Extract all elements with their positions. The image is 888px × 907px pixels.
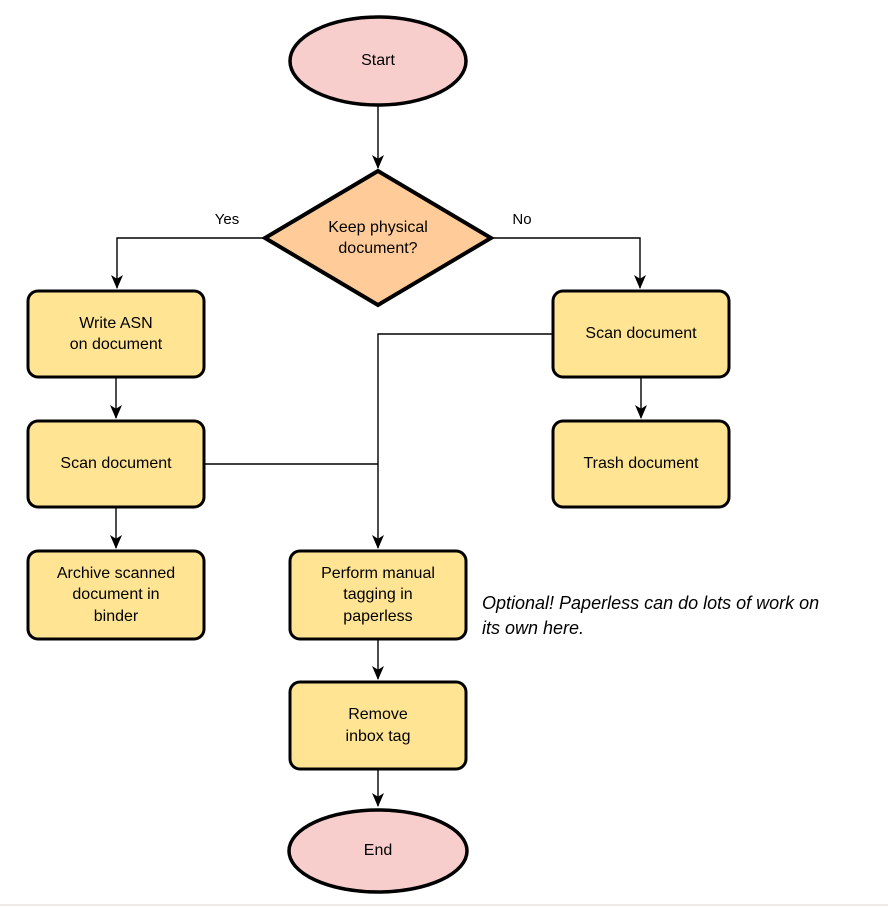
yes-edge-label: Yes [214, 210, 240, 228]
edge-scanright-to-tagging [372, 333, 553, 549]
start-node-shape [288, 15, 468, 107]
edge-decision-yes [111, 237, 264, 289]
trash-node-shape [551, 419, 731, 509]
bottom-divider-line [0, 904, 888, 906]
write-asn-node-shape [26, 289, 206, 379]
edge-decision-no [491, 237, 646, 289]
remove-inbox-node-shape [288, 680, 468, 771]
end-node-shape [287, 808, 469, 894]
scan-left-node-shape [26, 419, 206, 509]
decision-node-shape [261, 168, 495, 308]
tagging-node-shape [288, 549, 468, 641]
optional-annotation-text: Optional! Paperless can do lots of work … [482, 593, 820, 638]
no-edge-label: No [512, 210, 532, 228]
scan-right-node-shape [551, 289, 731, 379]
archive-node-shape [26, 549, 206, 641]
